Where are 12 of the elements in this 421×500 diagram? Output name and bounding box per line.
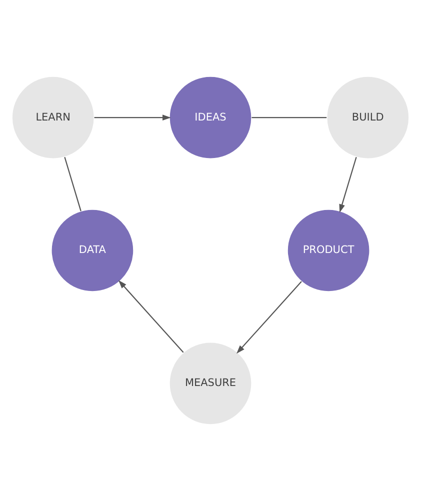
connector [252, 116, 327, 118]
arrow [94, 114, 171, 120]
node-circle: PRODUCT [287, 208, 370, 292]
connector [64, 156, 82, 211]
node-circle: LEARN [12, 76, 95, 159]
arrow [118, 280, 184, 352]
node-circle: IDEAS [168, 76, 252, 159]
node-circle: MEASURE [168, 341, 252, 424]
arrow [339, 156, 357, 212]
arrow [236, 280, 302, 354]
node-circle: BUILD [326, 76, 410, 159]
node-circle: DATA [50, 208, 134, 292]
